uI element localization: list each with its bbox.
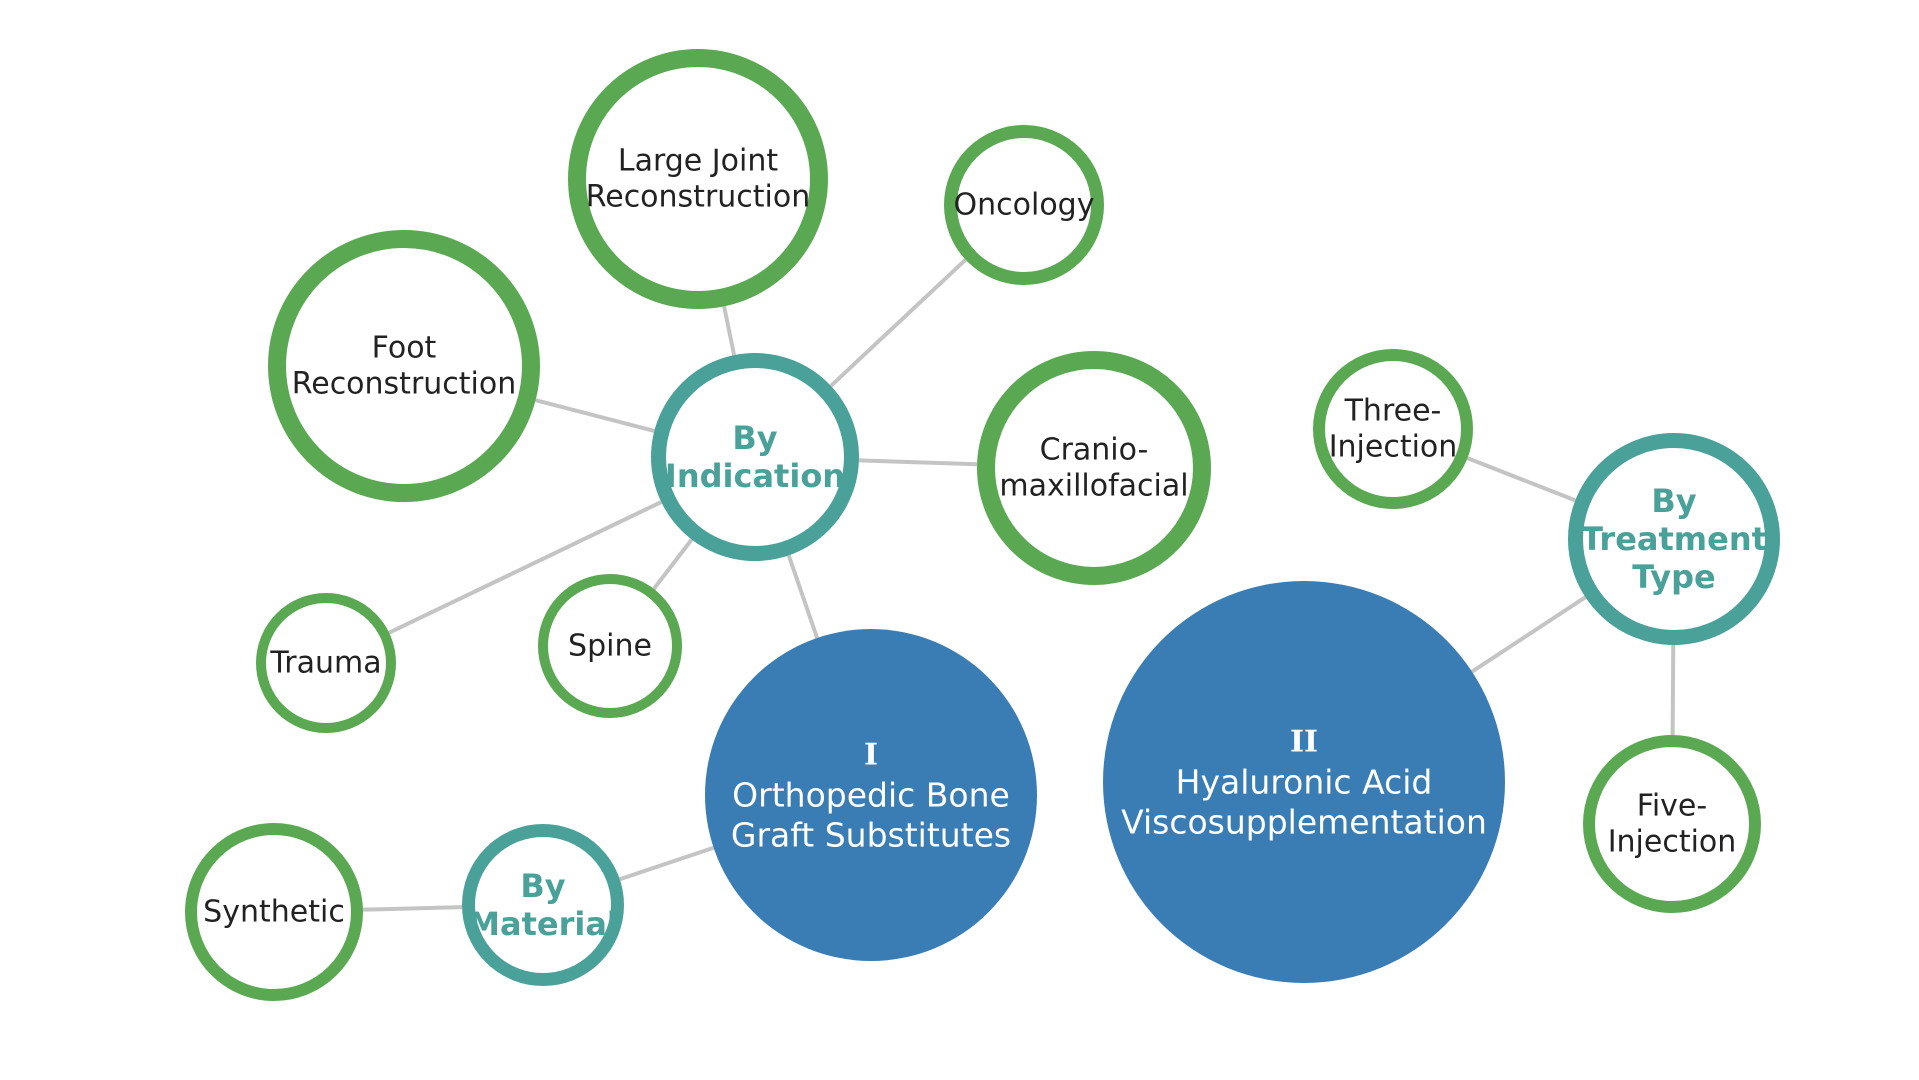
node-three-injection: Three-Injection [1313, 349, 1473, 509]
spine-label-line: Spine [568, 629, 652, 664]
edge-cranio-to-by-indication [858, 458, 978, 467]
node-spine: Spine [538, 574, 682, 718]
trauma-circle [256, 593, 396, 733]
three-injection-circle [1313, 349, 1473, 509]
cranio-label-line: maxillofacial [999, 469, 1188, 504]
synthetic-label-line: Synthetic [203, 895, 345, 930]
edge-large-joint-to-by-indication [722, 305, 737, 356]
node-oncology: Oncology [944, 125, 1104, 285]
node-cranio: Cranio-maxillofacial [977, 351, 1211, 585]
foot-label-line: Foot [372, 331, 437, 366]
by-material-label-line: By [520, 867, 565, 905]
by-treatment-type-circle [1568, 433, 1780, 645]
oncology-circle [944, 125, 1104, 285]
by-indication-label-line: By [732, 419, 777, 457]
synthetic-circle [185, 823, 363, 1001]
orthopedic-label-line: Graft Substitutes [731, 816, 1011, 855]
five-injection-label-line: Five- [1637, 789, 1707, 824]
edge-by-treatment-type-to-five-injection [1670, 644, 1676, 736]
hyaluronic-circle [1103, 581, 1505, 983]
hyaluronic-label-line: Hyaluronic Acid [1176, 763, 1433, 802]
cranio-label-line: Cranio- [1040, 433, 1149, 468]
five-injection-label-line: Injection [1608, 825, 1737, 860]
five-injection-circle [1583, 735, 1761, 913]
foot-label-line: Reconstruction [292, 367, 517, 402]
node-five-injection: Five-Injection [1583, 735, 1761, 913]
edge-three-injection-to-by-treatment-type [1466, 456, 1577, 503]
edges-layer [362, 258, 1676, 912]
edge-trauma-to-by-indication [388, 500, 663, 635]
by-treatment-type-label-line: Type [1632, 558, 1716, 596]
by-indication-circle [651, 353, 859, 561]
by-material-label-line: Material [468, 905, 618, 943]
edge-by-indication-to-orthopedic [786, 554, 820, 639]
edge-by-treatment-type-to-hyaluronic [1470, 595, 1587, 674]
node-synthetic: Synthetic [185, 823, 363, 1001]
edge-spine-to-by-indication [652, 538, 694, 591]
by-material-circle [462, 824, 624, 986]
large-joint-label-line: Reconstruction [586, 180, 811, 215]
hyaluronic-label-line: II [1290, 725, 1318, 760]
edge-synthetic-to-by-material [362, 905, 463, 912]
by-treatment-type-label-line: Treatment [1581, 520, 1767, 558]
large-joint-circle [568, 49, 828, 309]
edge-by-material-to-orthopedic [619, 845, 715, 882]
foot-circle [268, 230, 540, 502]
spine-circle [538, 574, 682, 718]
orthopedic-circle [705, 629, 1037, 961]
three-injection-label-line: Injection [1329, 430, 1458, 465]
large-joint-label-line: Large Joint [618, 144, 778, 179]
edge-foot-to-by-indication [535, 398, 655, 433]
node-trauma: Trauma [256, 593, 396, 733]
cranio-circle [977, 351, 1211, 585]
by-indication-label-line: Indication [665, 457, 845, 495]
three-injection-label-line: Three- [1344, 394, 1442, 429]
edge-oncology-to-by-indication [829, 258, 967, 388]
hyaluronic-label-line: Viscosupplementation [1121, 803, 1487, 842]
trauma-label-line: Trauma [269, 646, 381, 681]
orthopedic-label-line: I [864, 738, 878, 773]
by-treatment-type-label-line: By [1651, 482, 1696, 520]
orthopedic-label-line: Orthopedic Bone [732, 776, 1010, 815]
oncology-label-line: Oncology [954, 188, 1095, 223]
